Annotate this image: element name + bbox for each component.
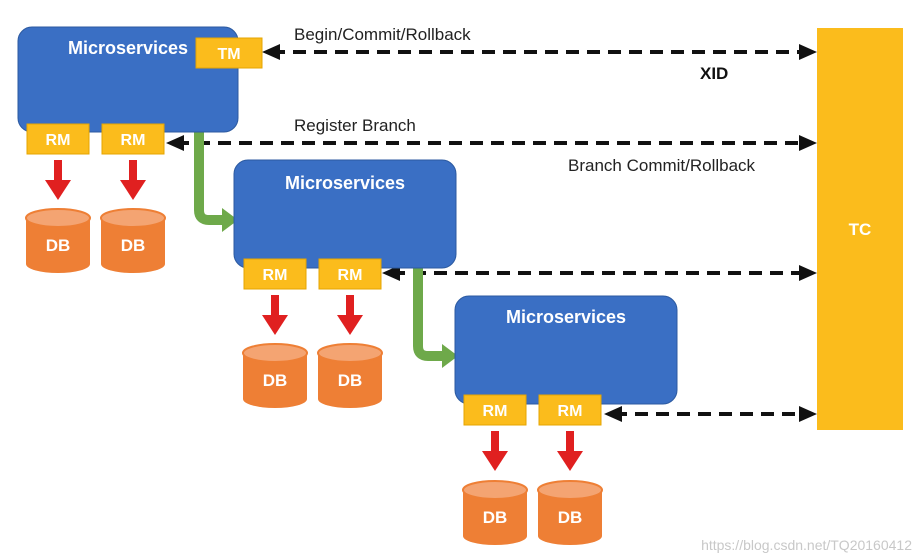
- rm-label: RM: [558, 403, 583, 420]
- microservice-2: Microservices: [233, 159, 457, 269]
- dashed-arrows: [166, 44, 817, 422]
- microservice-label: Microservices: [285, 173, 405, 193]
- call-arrow-2: [413, 260, 446, 361]
- db-label: DB: [338, 371, 363, 390]
- down-arrow-icon: [45, 160, 71, 200]
- database-icon: DB: [242, 343, 308, 408]
- database-icon: DB: [25, 208, 91, 273]
- tc-bar: TC: [817, 28, 903, 430]
- db-label: DB: [558, 508, 583, 527]
- database-icon: DB: [317, 343, 383, 408]
- rm-label: RM: [263, 267, 288, 284]
- db-label: DB: [121, 236, 146, 255]
- begin-commit-rollback-label: Begin/Commit/Rollback: [294, 25, 471, 44]
- rm-box: RM: [101, 123, 165, 155]
- tc-label: TC: [849, 220, 872, 239]
- down-arrow-icon: [482, 431, 508, 471]
- db-label: DB: [263, 371, 288, 390]
- db-label: DB: [483, 508, 508, 527]
- rm-label: RM: [338, 267, 363, 284]
- database-icon: DB: [537, 480, 603, 545]
- rm-label: RM: [46, 132, 71, 149]
- rm-box: RM: [243, 258, 307, 290]
- watermark-text: https://blog.csdn.net/TQ20160412: [701, 537, 912, 553]
- tm-label: TM: [217, 46, 240, 63]
- call-arrow-1: [194, 124, 226, 225]
- db-label: DB: [46, 236, 71, 255]
- microservice-1: Microservices: [17, 26, 239, 133]
- down-arrow-icon: [337, 295, 363, 335]
- down-arrow-icon: [557, 431, 583, 471]
- rm-label: RM: [121, 132, 146, 149]
- database-icon: DB: [462, 480, 528, 545]
- rm-box: RM: [26, 123, 90, 155]
- branch-commit-rollback-label: Branch Commit/Rollback: [568, 156, 756, 175]
- down-arrow-icon: [120, 160, 146, 200]
- tm-box: TM: [195, 37, 263, 69]
- microservice-label: Microservices: [506, 307, 626, 327]
- down-arrow-icon: [262, 295, 288, 335]
- microservice-label: Microservices: [68, 38, 188, 58]
- rm-box: RM: [463, 394, 527, 426]
- rm-box: RM: [538, 394, 602, 426]
- xid-label: XID: [700, 64, 728, 83]
- register-branch-label: Register Branch: [294, 116, 416, 135]
- red-arrows: [45, 160, 583, 471]
- rm-box: RM: [318, 258, 382, 290]
- green-call-arrows: [194, 124, 458, 368]
- microservice-3: Microservices: [454, 295, 678, 405]
- database-icon: DB: [100, 208, 166, 273]
- rm-label: RM: [483, 403, 508, 420]
